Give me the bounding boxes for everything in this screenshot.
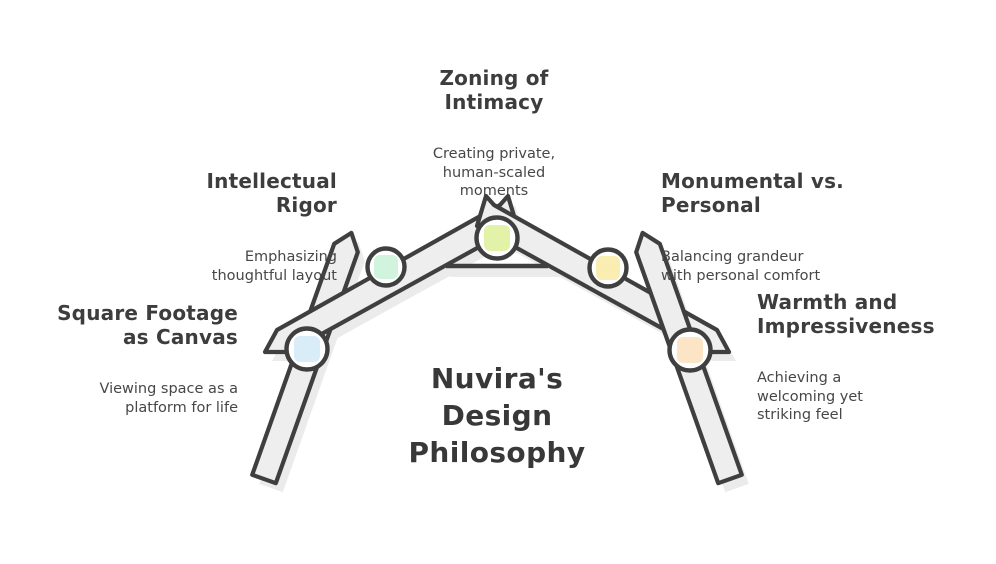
node-square-footage-as-canvas: [284, 326, 330, 372]
label-heading: Warmth and Impressiveness: [757, 290, 935, 339]
page-title: Nuvira's Design Philosophy: [408, 362, 586, 469]
label-description: Viewing space as a platform for life: [99, 380, 238, 416]
label-intellectual-rigor: Intellectual Rigor Emphasizing thoughtfu…: [87, 150, 338, 304]
label-description: Balancing grandeur with personal comfort: [661, 248, 821, 284]
label-zoning-of-intimacy: Zoning of Intimacy Creating private, hum…: [334, 47, 654, 220]
label-monumental-vs-personal: Monumental vs. Personal Balancing grande…: [661, 150, 921, 304]
node-monumental-vs-personal: [587, 247, 629, 289]
node-intellectual-rigor: [365, 246, 407, 288]
node-swatch-blue: [294, 336, 320, 362]
label-heading: Square Footage as Canvas: [57, 301, 238, 350]
node-swatch-peach: [677, 337, 703, 363]
label-description: Creating private, human-scaled moments: [432, 145, 556, 200]
label-heading: Zoning of Intimacy: [439, 66, 549, 115]
node-swatch-yellow: [596, 256, 620, 280]
label-description: Emphasizing thoughtful layout: [211, 248, 337, 284]
label-description: Achieving a welcoming yet striking feel: [757, 369, 863, 424]
label-heading: Monumental vs. Personal: [661, 169, 844, 218]
label-square-footage-as-canvas: Square Footage as Canvas Viewing space a…: [8, 282, 238, 436]
label-warmth-and-impressiveness: Warmth and Impressiveness Achieving a we…: [757, 271, 987, 444]
node-swatch-lime: [484, 225, 510, 251]
node-swatch-mint: [374, 255, 398, 279]
arch-nodes: [284, 215, 713, 373]
label-heading: Intellectual Rigor: [206, 169, 337, 218]
node-warmth-and-impressiveness: [667, 327, 713, 373]
node-zoning-of-intimacy: [474, 215, 520, 261]
